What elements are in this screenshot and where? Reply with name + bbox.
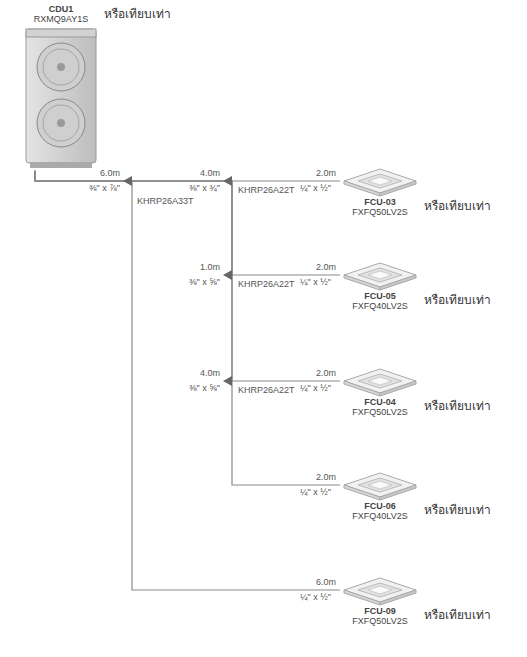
- pipe-size: ¼" x ½": [300, 184, 331, 194]
- model-number: FXFQ50LV2S: [340, 407, 420, 417]
- model-number: FXFQ40LV2S: [340, 511, 420, 521]
- refnet-model: KHRP26A22T: [238, 280, 295, 290]
- pipe-length: 6.0m: [100, 169, 120, 179]
- indoor-unit-box: FCU-04FXFQ50LV2S: [340, 365, 420, 418]
- pipe-length: 1.0m: [200, 263, 220, 273]
- pipe-length: 4.0m: [200, 169, 220, 179]
- outdoor-unit: [20, 25, 102, 171]
- refrigerant-pipe: [35, 171, 340, 485]
- cassette-unit: [340, 259, 420, 291]
- refrigerant-pipe: [35, 171, 340, 381]
- unit-tag: FCU-06: [340, 501, 420, 511]
- refnet-joint: [223, 270, 232, 280]
- cassette-unit: [340, 469, 420, 501]
- equivalent-note: หรือเทียบเท่า: [424, 609, 491, 622]
- indoor-unit-box: FCU-09FXFQ50LV2S: [340, 574, 420, 627]
- pipe-size: ⅜" x ⅝": [189, 278, 220, 288]
- unit-tag: FCU-05: [340, 291, 420, 301]
- outdoor-unit-box: CDU1RXMQ9AY1S: [20, 4, 102, 171]
- refnet-model: KHRP26A33T: [137, 197, 194, 207]
- refnet-joint: [223, 176, 232, 186]
- equivalent-note: หรือเทียบเท่า: [424, 504, 491, 517]
- pipe-length: 2.0m: [316, 169, 336, 179]
- refrigerant-pipe: [35, 171, 340, 275]
- pipe-length: 2.0m: [316, 263, 336, 273]
- pipe-size: ¼" x ½": [300, 278, 331, 288]
- indoor-unit-box: FCU-06FXFQ40LV2S: [340, 469, 420, 522]
- pipe-size: ¼" x ½": [300, 593, 331, 603]
- refnet-model: KHRP26A22T: [238, 386, 295, 396]
- model-number: RXMQ9AY1S: [20, 14, 102, 24]
- indoor-unit-box: FCU-05FXFQ40LV2S: [340, 259, 420, 312]
- model-number: FXFQ50LV2S: [340, 207, 420, 217]
- pipe-length: 4.0m: [200, 369, 220, 379]
- unit-tag: FCU-09: [340, 606, 420, 616]
- refnet-joint: [123, 176, 132, 186]
- pipe-size: ⅜" x ¾": [189, 184, 220, 194]
- unit-tag: FCU-03: [340, 197, 420, 207]
- cassette-unit: [340, 165, 420, 197]
- equivalent-note: หรือเทียบเท่า: [104, 8, 171, 21]
- pipe-size: ¼" x ½": [300, 488, 331, 498]
- model-number: FXFQ40LV2S: [340, 301, 420, 311]
- equivalent-note: หรือเทียบเท่า: [424, 400, 491, 413]
- unit-tag: FCU-04: [340, 397, 420, 407]
- model-number: FXFQ50LV2S: [340, 616, 420, 626]
- refrigerant-pipe: [35, 171, 340, 590]
- cassette-unit: [340, 365, 420, 397]
- indoor-unit-box: FCU-03FXFQ50LV2S: [340, 165, 420, 218]
- equivalent-note: หรือเทียบเท่า: [424, 200, 491, 213]
- pipe-length: 2.0m: [316, 473, 336, 483]
- pipe-size: ⅜" x ⅝": [189, 384, 220, 394]
- refnet-model: KHRP26A22T: [238, 186, 295, 196]
- pipe-length: 2.0m: [316, 369, 336, 379]
- equivalent-note: หรือเทียบเท่า: [424, 294, 491, 307]
- refnet-joint: [223, 376, 232, 386]
- refrigerant-pipe: [35, 171, 340, 181]
- pipe-size: ¼" x ½": [300, 384, 331, 394]
- cassette-unit: [340, 574, 420, 606]
- pipe-size: ⅜" x ⅞": [89, 184, 120, 194]
- unit-tag: CDU1: [20, 4, 102, 14]
- pipe-length: 6.0m: [316, 578, 336, 588]
